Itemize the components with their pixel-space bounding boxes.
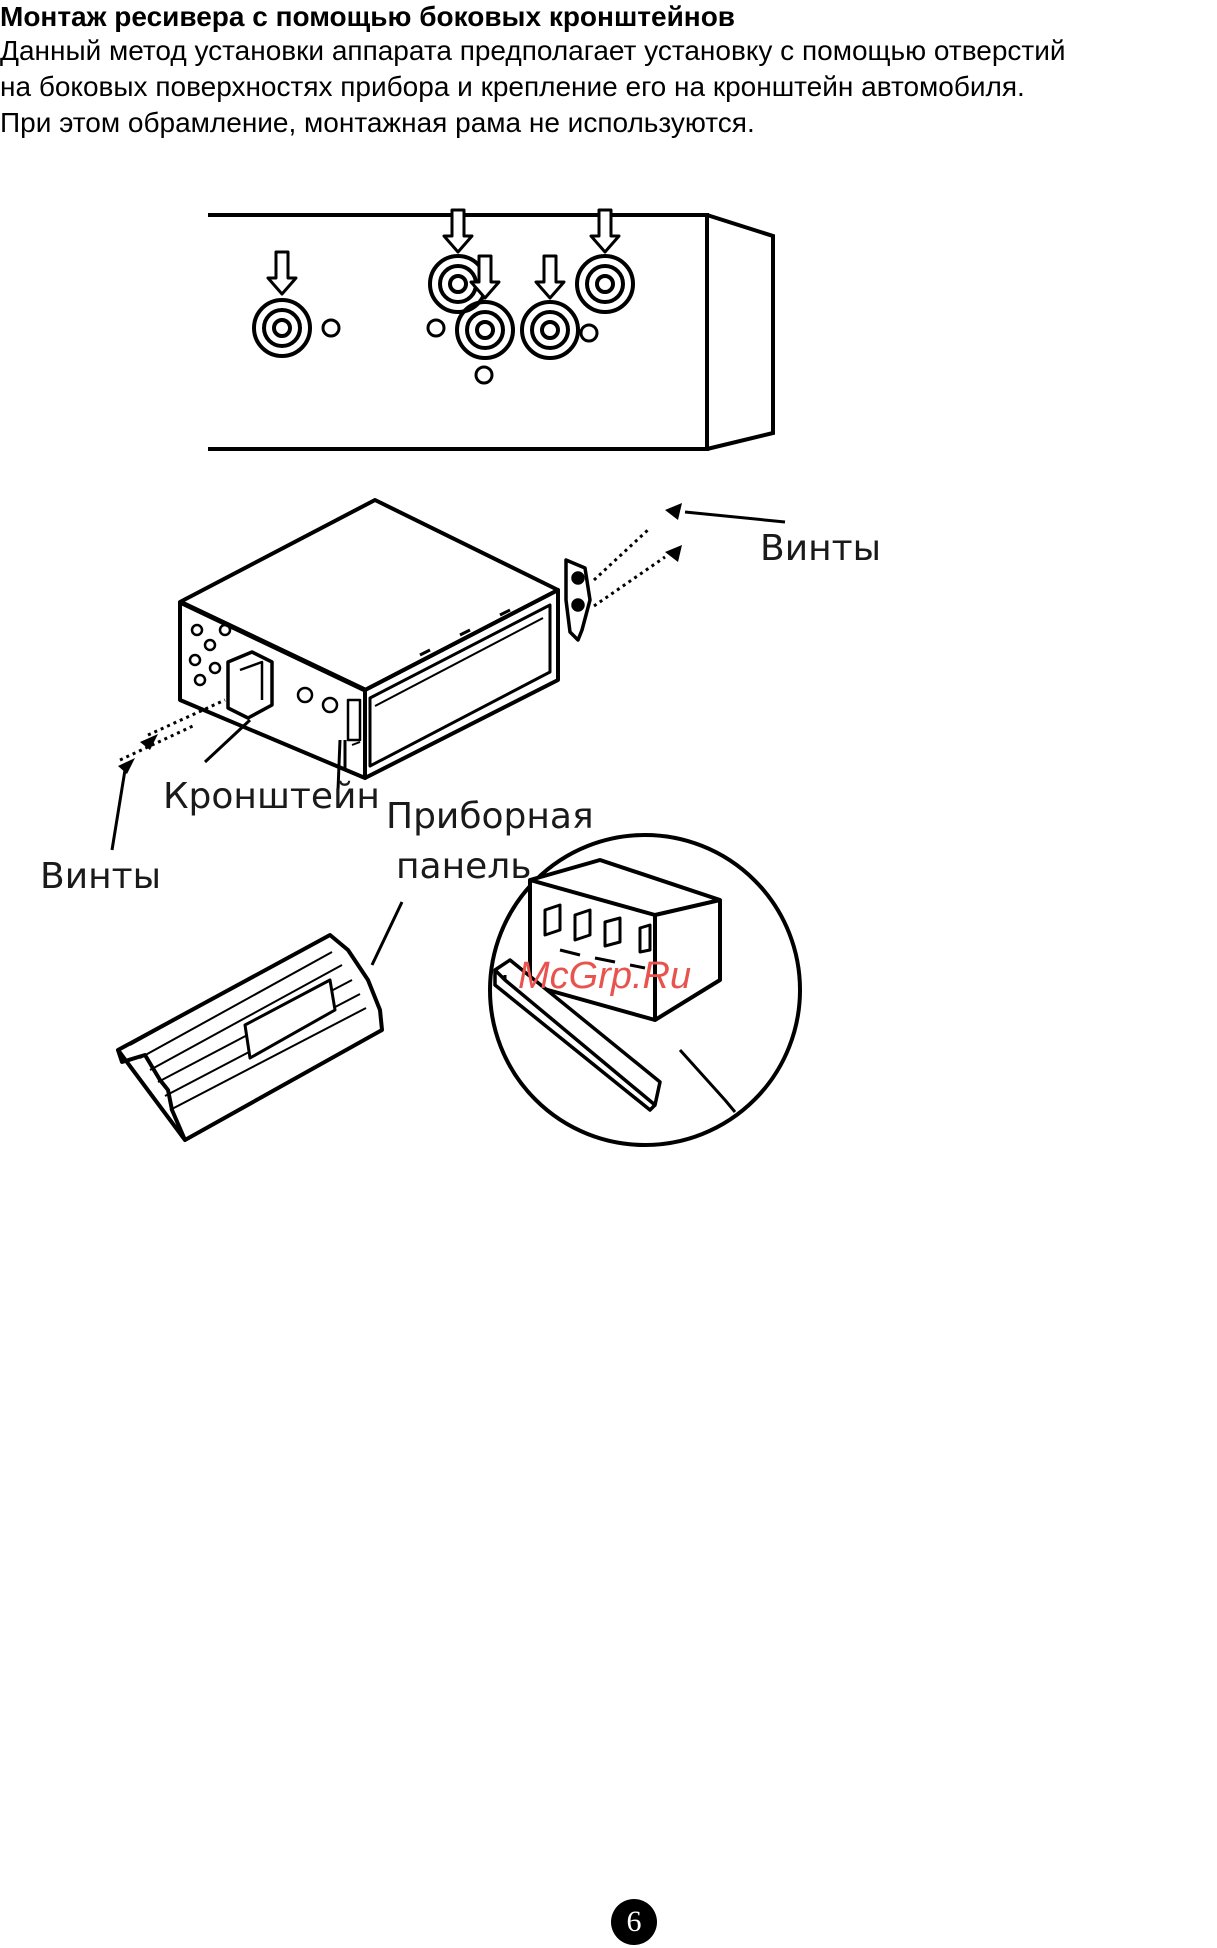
- page-number: 6: [611, 1899, 657, 1945]
- paragraph-line-3: При этом обрамление, монтажная рама не и…: [0, 107, 755, 138]
- side-bracket-drawing: [564, 558, 592, 642]
- watermark: McGrp.Ru: [518, 955, 691, 997]
- dashboard-panel-drawing: [116, 901, 404, 1142]
- text-block: Монтаж ресивера с помощью боковых кроншт…: [0, 0, 1217, 141]
- section-heading: Монтаж ресивера с помощью боковых кроншт…: [0, 1, 736, 32]
- label-screws-right: Винты: [760, 528, 881, 569]
- label-screws-left: Винты: [40, 856, 161, 897]
- receiver-unit-drawing: [178, 498, 560, 780]
- screws-drawing: [110, 503, 786, 851]
- zoom-detail-drawing: [488, 833, 802, 1147]
- label-panel-line1: Приборная: [386, 796, 594, 837]
- label-panel-line2: панель: [396, 846, 532, 887]
- label-bracket: Кронштейн: [163, 776, 380, 817]
- paragraph-line-2: на боковых поверхностях прибора и крепле…: [0, 71, 1025, 102]
- paragraph-line-1: Данный метод установки аппарата предпола…: [0, 35, 1066, 66]
- side-panel-drawing: [208, 208, 775, 451]
